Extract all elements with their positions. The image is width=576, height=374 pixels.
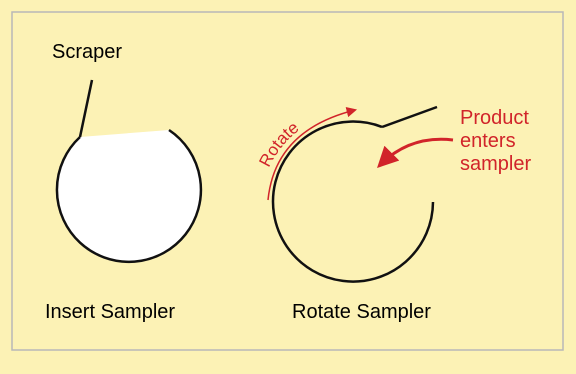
insert-sampler-disc xyxy=(56,130,201,262)
product-label-line3: sampler xyxy=(460,153,531,175)
scraper-label: Scraper xyxy=(52,41,122,63)
product-label-line1: Product xyxy=(460,107,529,129)
rotate-sampler-label: Rotate Sampler xyxy=(292,301,431,323)
rotate-sampler-lip xyxy=(381,105,438,129)
product-label-line2: enters xyxy=(460,130,516,152)
product-inflow-arrow xyxy=(377,137,454,168)
scraper-blade xyxy=(78,79,94,138)
outer-border xyxy=(11,11,564,351)
insert-sampler-outline xyxy=(55,128,203,264)
insert-sampler-label: Insert Sampler xyxy=(45,301,175,323)
rotate-arrow xyxy=(267,106,358,201)
rotate-sampler-outline xyxy=(271,120,435,283)
